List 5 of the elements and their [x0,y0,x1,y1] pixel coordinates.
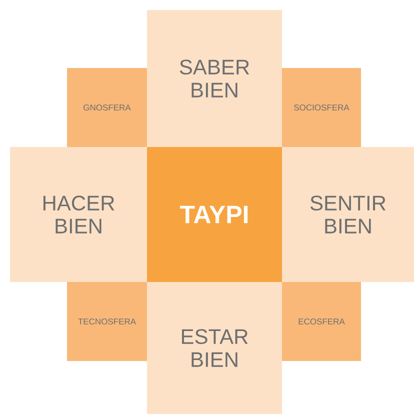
petal-box: SABER BIEN [147,10,282,147]
petal-box: HACER BIEN [10,147,147,282]
petal-box: SENTIR BIEN [282,147,414,282]
petal-box: ESTAR BIEN [147,282,282,414]
center-box: TAYPI [147,147,282,282]
